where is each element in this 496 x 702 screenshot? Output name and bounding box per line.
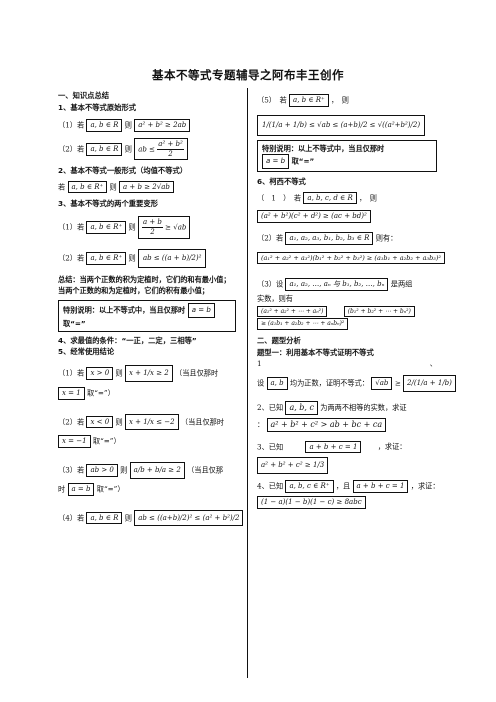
condition-box: a, b ∈ R⁺ bbox=[289, 94, 329, 107]
formula-box: x + 1/x ≥ 2 bbox=[124, 365, 173, 382]
item-variant-2: （2）若 a, b ∈ R⁺ 则 ab ≤ ((a + b)/2)² bbox=[58, 248, 236, 268]
condition-box: a₁, a₂, …, aₙ 与 b₁, b₂, …, bₙ bbox=[285, 277, 389, 291]
condition-box: a, b, c ∈ R⁺ bbox=[285, 480, 334, 493]
formula-box: x + 1/x ≤ −2 bbox=[124, 413, 179, 431]
condition-box: a, b ∈ R⁺ bbox=[86, 221, 127, 235]
formula-box: ≥ (a₁b₁ + a₂b₂ + ⋯ + aₙbₙ)² bbox=[257, 318, 349, 330]
problem-4-formula: (1 − a)(1 − b)(1 − c) ≥ 8abc bbox=[257, 495, 437, 509]
item-general: 若 a, b ∈ R⁺ 则 a + b ≥ 2√ab bbox=[58, 180, 236, 194]
section-knowledge-summary: 一、知识点总结 bbox=[58, 91, 110, 100]
problem-1: 设 a, b 均为正数，证明不等式： √ab ≥ 2/(1/a + 1/b) bbox=[257, 374, 456, 392]
condition-box: ab > 0 bbox=[86, 464, 118, 477]
condition-box: a, b ∈ R⁺ bbox=[67, 180, 108, 194]
conclusion-5-formula: 1/(1/a + 1/b) ≤ √ab ≤ (a+b)/2 ≤ √((a²+b²… bbox=[257, 114, 437, 136]
formula-box: a² + b² + c² > ab + bc + ca bbox=[266, 417, 387, 432]
heading-problem-type-1: 题型一：利用基本不等式证明不等式 bbox=[257, 347, 374, 357]
cauchy-1: （ 1 ） 若 a, b, c, d ∈ R ， 则 bbox=[257, 191, 437, 205]
condition-box: x > 0 bbox=[86, 367, 114, 380]
condition-box: a, b ∈ R bbox=[86, 119, 123, 132]
formula-box: (a² + b²)(c² + d²) ≥ (ac + bd)² bbox=[257, 210, 371, 224]
column-divider bbox=[247, 88, 248, 678]
right-column: （5） 若 a, b ∈ R⁺ ， 则 1/(1/a + 1/b) ≤ √ab … bbox=[257, 88, 456, 509]
formula-box: a + b ≥ 2√ab bbox=[119, 180, 174, 194]
conclusion-4: （4）若 a, b ∈ R 则 ab ≤ ((a+b)/2)² ≤ (a² + … bbox=[58, 509, 244, 527]
formula-box: a² + b² ≥ 2ab bbox=[134, 119, 191, 132]
conclusion-2: （2）若 x < 0 则 x + 1/x ≤ −2 （当且仅那时 bbox=[58, 413, 236, 431]
formula-box: (b₁² + b₂² + ⋯ + bₙ²) bbox=[343, 305, 415, 318]
problem-2-formula: ： a² + b² + c² > ab + bc + ca bbox=[257, 417, 437, 432]
equality-box: a = b bbox=[67, 482, 95, 496]
formula-box: a² + b² + c² ≥ 1/3 bbox=[257, 457, 329, 475]
heading-original-form: 1、基本不等式原始形式 bbox=[58, 103, 137, 113]
heading-extremum-conditions: 4、求最值的条件：“一正，二定，三相等” bbox=[58, 336, 197, 345]
cauchy-3: （3）设 a₁, a₂, …, aₙ 与 b₁, b₂, …, bₙ 是两组 bbox=[257, 277, 437, 291]
conclusion-3-equality: 时 a = b 取“=”） bbox=[58, 482, 236, 496]
heading-two-variants: 3、基本不等式的两个重要变形 bbox=[58, 199, 158, 209]
condition-box: a₁, a₂, a₃, b₁, b₂, b₃ ∈ R bbox=[285, 232, 374, 245]
cauchy-2-formula: (a₁² + a₂² + a₃²)(b₁² + b₂² + b₃²) ≥ (a₁… bbox=[257, 251, 445, 264]
cauchy-3-line2: 实数，则有 bbox=[257, 293, 293, 303]
condition-box: a, b ∈ R bbox=[86, 511, 123, 525]
conclusion-1-equality: x = 1 取“=”） bbox=[58, 386, 236, 400]
heading-cauchy: 6、柯西不等式 bbox=[257, 176, 306, 186]
left-column: 一、知识点总结 1、基本不等式原始形式 （1）若 a, b ∈ R 则 a² +… bbox=[58, 88, 244, 527]
problem-2: 2、已知 a, b, c 为两两不相等的实数，求证 bbox=[257, 400, 437, 415]
special-note-box: 特别说明：以上不等式中，当且仅那时 a = b 取“=” bbox=[58, 300, 236, 332]
formula-box: √ab bbox=[371, 376, 393, 390]
problem-3: 3、已知 a + b + c = 1 ，求证： bbox=[257, 440, 437, 454]
section-problem-analysis: 二、题型分析 bbox=[257, 335, 301, 345]
conclusion-3: （3）若 ab > 0 则 a/b + b/a ≥ 2 （当且仅那 bbox=[58, 462, 236, 479]
cauchy-2: （2）若 a₁, a₂, a₃, b₁, b₂, b₃ ∈ R 则有： bbox=[257, 232, 437, 245]
problem-1-number: 1 、 bbox=[257, 358, 437, 368]
page-title: 基本不等式专题辅导之阿布丰王创作 bbox=[152, 68, 344, 82]
cauchy-1-formula: (a² + b²)(c² + d²) ≥ (ac + bd)² bbox=[257, 210, 437, 224]
formula-box: ab ≤ ((a + b)/2)² bbox=[137, 248, 207, 268]
condition-box: a, b ∈ R bbox=[86, 142, 123, 156]
formula-box: 1/(1/a + 1/b) ≤ √ab ≤ (a+b)/2 ≤ √((a²+b²… bbox=[257, 114, 426, 136]
condition-box: a, b, c bbox=[285, 400, 318, 415]
conclusion-2-equality: x = −1 取“=”） bbox=[58, 435, 236, 449]
condition-box: a + b + c = 1 bbox=[352, 480, 409, 493]
formula-box: (1 − a)(1 − b)(1 − c) ≥ 8abc bbox=[257, 495, 366, 509]
equality-condition-box: a = b bbox=[262, 153, 290, 169]
heading-common-conclusions: 5、经常使用结论 bbox=[58, 347, 115, 357]
formula-box: (a₁² + a₂² + a₃²)(b₁² + b₂² + b₃²) ≥ (a₁… bbox=[257, 251, 445, 264]
condition-box: x < 0 bbox=[86, 415, 114, 429]
heading-general-form: 2、基本不等式一般形式（均值不等式） bbox=[58, 166, 188, 176]
cauchy-3-formula: (a₁² + a₂² + ⋯ + aₙ²) (b₁² + b₂² + ⋯ + b… bbox=[257, 305, 437, 318]
equality-box: x = −1 bbox=[58, 435, 91, 449]
summary-product: 当两个正数的和为定植时，它们的积有最小值； bbox=[58, 285, 209, 295]
problem-3-formula: a² + b² + c² ≥ 1/3 bbox=[257, 457, 437, 475]
condition-box: a + b + c = 1 bbox=[305, 440, 362, 454]
cauchy-3-formula-rhs: ≥ (a₁b₁ + a₂b₂ + ⋯ + aₙbₙ)² bbox=[257, 318, 437, 330]
summary-sum: 总结：当两个正数的积为定植时，它们的和有最小值； bbox=[58, 274, 231, 284]
problem-4: 4、已知 a, b, c ∈ R⁺ ，且 a + b + c = 1 ，求证： bbox=[257, 480, 440, 493]
condition-box: a, b bbox=[266, 376, 288, 390]
item-original-1: （1）若 a, b ∈ R 则 a² + b² ≥ 2ab bbox=[58, 119, 236, 132]
formula-box: ab ≤ ((a+b)/2)² ≤ (a² + b²)/2 bbox=[134, 509, 244, 527]
equality-condition-box: a = b bbox=[187, 303, 215, 318]
formula-box: a/b + b/a ≥ 2 bbox=[129, 462, 185, 479]
special-note-box: 特别说明：以上不等式中，当且仅那时 a = b 取“=” bbox=[257, 139, 437, 172]
conclusion-1: （1）若 x > 0 则 x + 1/x ≥ 2 （当且仅那时 bbox=[58, 365, 236, 382]
condition-box: a, b, c, d ∈ R bbox=[303, 191, 357, 205]
condition-box: a, b ∈ R⁺ bbox=[86, 251, 127, 265]
formula-box: 2/(1/a + 1/b) bbox=[403, 374, 456, 392]
formula-box: (a₁² + a₂² + ⋯ + aₙ²) bbox=[257, 305, 328, 318]
conclusion-5: （5） 若 a, b ∈ R⁺ ， 则 bbox=[257, 94, 437, 107]
equality-box: x = 1 bbox=[58, 386, 85, 400]
